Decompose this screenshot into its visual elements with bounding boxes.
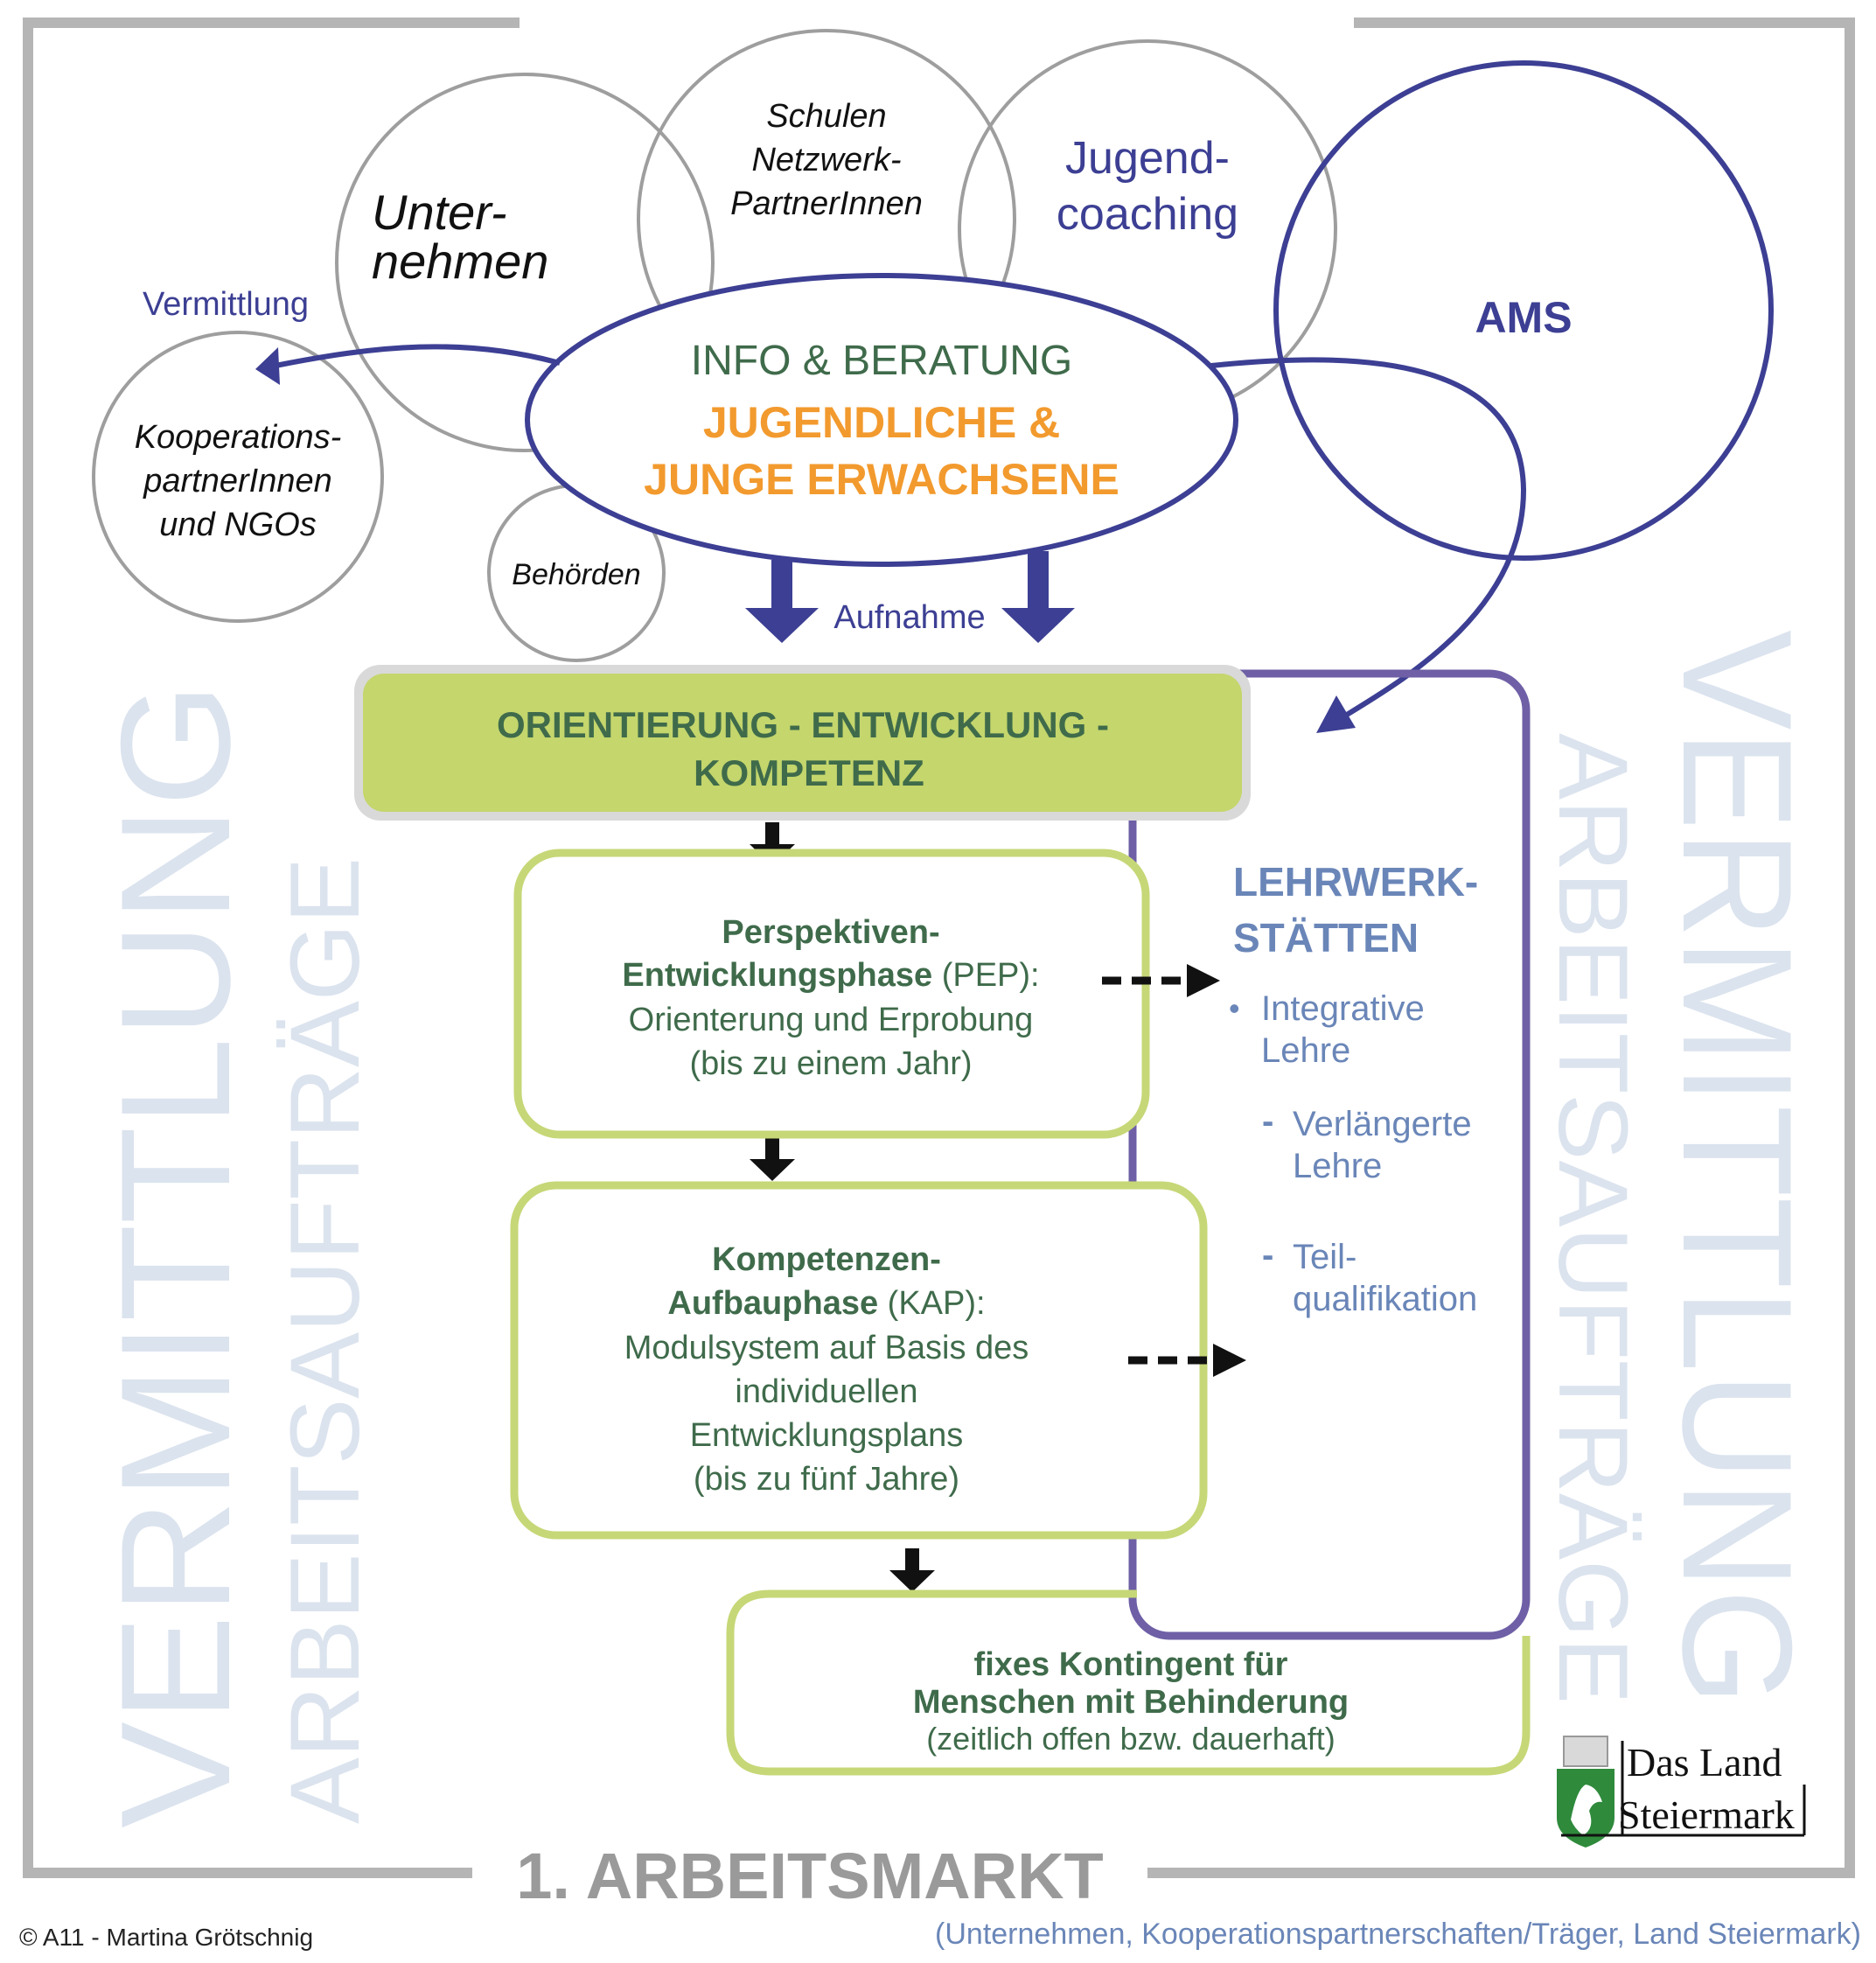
vermittlung-arrow: Vermittlung [143, 286, 561, 385]
lehrwerk-content: LEHRWERK- STÄTTEN • Integrative Lehre - … [1229, 859, 1478, 1318]
svg-text:Kompetenzen-: Kompetenzen- [712, 1241, 941, 1278]
dashed-arrow-pep [1102, 964, 1220, 997]
aufnahme-arrows: Aufnahme [745, 551, 1075, 643]
svg-text:ORIENTIERUNG - ENTWICKLUNG -: ORIENTIERUNG - ENTWICKLUNG - [497, 704, 1109, 745]
svg-text:Lehre: Lehre [1293, 1147, 1382, 1185]
watermark-left-big: VERMITTLUNG [88, 682, 262, 1828]
arbeitsmarkt-title: 1. ARBEITSMARKT [516, 1840, 1104, 1912]
svg-text:Entwicklungsplans: Entwicklungsplans [690, 1417, 964, 1454]
outer-frame [23, 17, 1855, 1878]
watermark-right: VERMITTLUNG ARBEITSAUFTRÄGE [1538, 630, 1824, 1706]
svg-text:KOMPETENZ: KOMPETENZ [694, 752, 924, 793]
svg-text:(zeitlich offen bzw. dauerhaft: (zeitlich offen bzw. dauerhaft) [926, 1721, 1336, 1757]
svg-text:Kooperations-: Kooperations- [135, 419, 342, 456]
dash-icon: - [1262, 1102, 1273, 1141]
svg-text:Orienterung und Erprobung: Orienterung und Erprobung [629, 1002, 1034, 1038]
svg-text:Schulen: Schulen [766, 98, 886, 135]
svg-text:AMS: AMS [1475, 293, 1572, 342]
svg-text:INFO & BERATUNG: INFO & BERATUNG [691, 338, 1072, 384]
svg-text:JUGENDLICHE &: JUGENDLICHE & [703, 398, 1060, 447]
circle-kooperation: Kooperations- partnerInnen und NGOs [92, 331, 384, 623]
dashed-arrow-kap [1128, 1344, 1246, 1377]
pep-box: Perspektiven- Entwicklungsphase (PEP): O… [513, 849, 1150, 1139]
circle-unternehmen: Unter- nehmen [335, 73, 715, 452]
svg-text:fixes Kontingent für: fixes Kontingent für [974, 1646, 1288, 1683]
watermark-left: VERMITTLUNG ARBEITSAUFTRÄGE [88, 682, 380, 1828]
svg-text:Jugend-: Jugend- [1065, 133, 1230, 184]
circle-schulen: Schulen Netzwerk- PartnerInnen [637, 29, 1016, 409]
svg-text:Menschen mit Behinderung: Menschen mit Behinderung [913, 1684, 1349, 1721]
svg-text:Modulsystem auf Basis des: Modulsystem auf Basis des [624, 1330, 1029, 1366]
credit-text: © A11 - Martina Grötschnig [19, 1924, 313, 1951]
svg-text:Steiermark: Steiermark [1618, 1792, 1795, 1837]
bullet-icon: • [1229, 990, 1240, 1026]
vermittlung-label: Vermittlung [143, 286, 309, 323]
circle-jugendcoaching: Jugend- coaching [958, 39, 1337, 419]
svg-text:coaching: coaching [1057, 189, 1238, 240]
svg-text:Aufbauphase (KAP):: Aufbauphase (KAP): [667, 1285, 985, 1322]
dash-icon: - [1262, 1236, 1273, 1275]
svg-text:STÄTTEN: STÄTTEN [1233, 915, 1419, 961]
coat-of-arms-icon [1557, 1736, 1614, 1848]
svg-text:(bis zu fünf Jahre): (bis zu fünf Jahre) [694, 1461, 959, 1498]
svg-text:LEHRWERK-: LEHRWERK- [1233, 859, 1478, 905]
watermark-right-small: ARBEITSAUFTRÄGE [1538, 733, 1648, 1704]
svg-text:JUNGE ERWACHSENE: JUNGE ERWACHSENE [644, 455, 1119, 504]
svg-text:Behörden: Behörden [512, 558, 640, 591]
orientierung-box: ORIENTIERUNG - ENTWICKLUNG - KOMPETENZ [354, 665, 1251, 821]
aufnahme-label: Aufnahme [833, 599, 985, 636]
svg-text:(bis zu einem Jahr): (bis zu einem Jahr) [689, 1045, 972, 1082]
svg-text:Integrative: Integrative [1261, 989, 1425, 1028]
svg-text:Lehre: Lehre [1261, 1031, 1350, 1070]
svg-text:individuellen: individuellen [735, 1373, 917, 1410]
land-steiermark-logo: Das Land Steiermark [1557, 1736, 1806, 1848]
ams-arrow [1210, 357, 1527, 733]
svg-text:PartnerInnen: PartnerInnen [730, 185, 923, 222]
svg-text:und NGOs: und NGOs [159, 506, 317, 543]
info-ellipse: INFO & BERATUNG JUGENDLICHE & JUNGE ERWA… [525, 273, 1238, 567]
kap-box: Kompetenzen- Aufbauphase (KAP): Modulsys… [510, 1181, 1208, 1540]
svg-text:Entwicklungsphase (PEP):: Entwicklungsphase (PEP): [622, 957, 1039, 994]
circle-ams: AMS [1273, 60, 1774, 561]
svg-text:Unter-: Unter- [372, 185, 507, 240]
watermark-left-small: ARBEITSAUFTRÄGE [270, 857, 380, 1824]
lehrwerk-panel [1128, 669, 1531, 1640]
svg-text:Verlängerte: Verlängerte [1293, 1105, 1472, 1143]
svg-text:partnerInnen: partnerInnen [143, 463, 332, 499]
svg-text:qualifikation: qualifikation [1293, 1280, 1477, 1318]
svg-text:Netzwerk-: Netzwerk- [751, 142, 901, 178]
svg-text:Teil-: Teil- [1293, 1238, 1356, 1276]
svg-text:nehmen: nehmen [372, 234, 548, 289]
fixes-box: fixes Kontingent für Menschen mit Behind… [726, 1589, 1531, 1776]
arbeitsmarkt-subtitle: (Unternehmen, Kooperationspartnerschafte… [935, 1918, 1861, 1951]
svg-text:Perspektiven-: Perspektiven- [722, 914, 939, 951]
watermark-right-big: VERMITTLUNG [1650, 630, 1824, 1706]
svg-text:Das Land: Das Land [1627, 1740, 1782, 1785]
